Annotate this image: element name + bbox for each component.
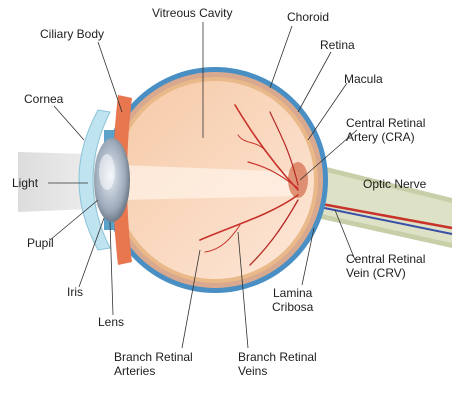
label-central-retinal-vein: Central Retinal Vein (CRV) bbox=[346, 252, 425, 280]
label-iris: Iris bbox=[67, 285, 83, 299]
label-ciliary-body: Ciliary Body bbox=[40, 27, 104, 41]
label-vitreous-cavity: Vitreous Cavity bbox=[152, 6, 232, 20]
label-cornea: Cornea bbox=[24, 92, 63, 106]
label-branch-retinal-veins: Branch Retinal Veins bbox=[238, 350, 317, 378]
anterior-segment bbox=[79, 95, 132, 265]
label-lens: Lens bbox=[98, 315, 124, 329]
label-choroid: Choroid bbox=[287, 10, 329, 24]
macula bbox=[288, 162, 308, 198]
label-light: Light bbox=[12, 176, 38, 190]
label-pupil: Pupil bbox=[27, 236, 54, 250]
label-optic-nerve: Optic Nerve bbox=[363, 177, 426, 191]
label-branch-retinal-arteries: Branch Retinal Arteries bbox=[114, 350, 193, 378]
label-lamina-cribosa: Lamina Cribosa bbox=[272, 286, 313, 314]
label-retina: Retina bbox=[320, 38, 355, 52]
label-central-retinal-artery: Central Retinal Artery (CRA) bbox=[346, 116, 425, 144]
label-macula: Macula bbox=[344, 72, 383, 86]
